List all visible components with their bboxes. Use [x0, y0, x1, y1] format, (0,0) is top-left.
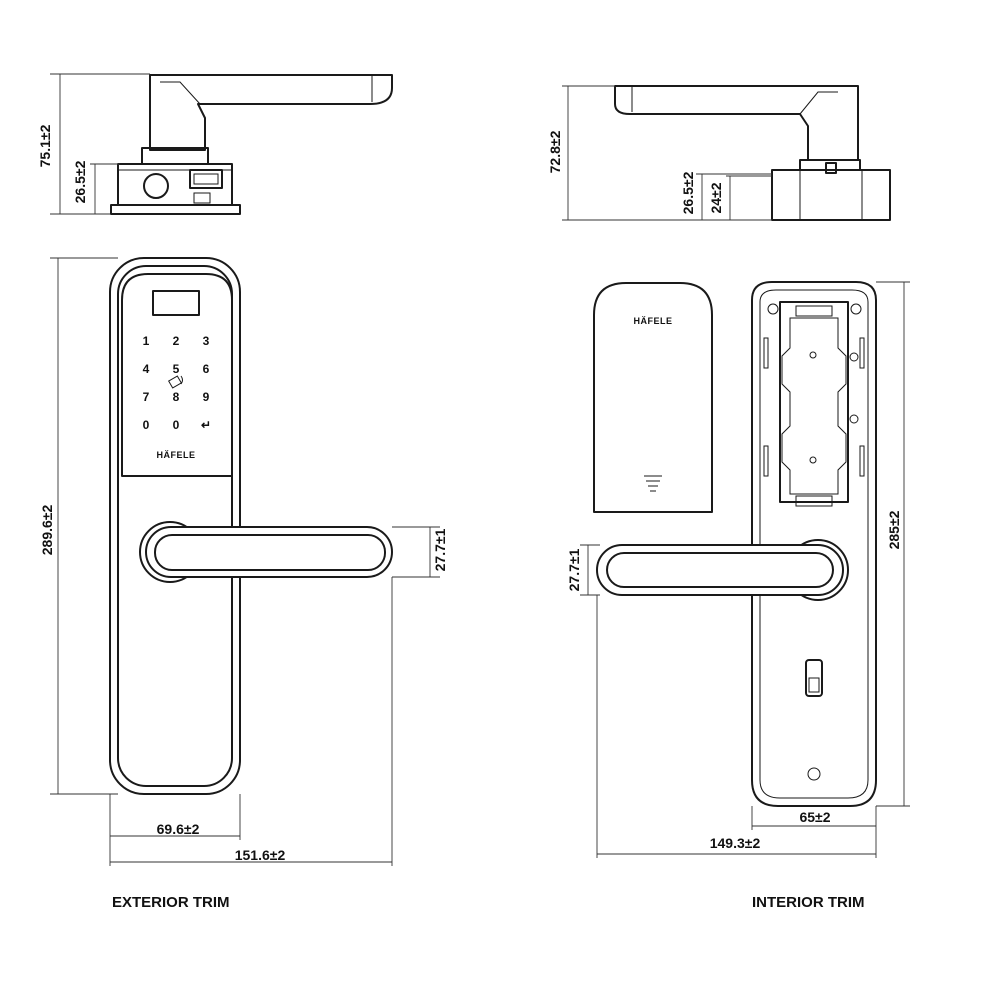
dim-interior-handle-height: 27.7±1: [566, 548, 582, 591]
dim-exterior-overall-width: 151.6±2: [235, 847, 286, 863]
keypad-key[interactable]: 2: [173, 334, 180, 348]
exterior-front-view: 1 2 3 4 5 6 7 8 9 0 0 ↵ HÄFELE: [109, 257, 393, 795]
keypad-key[interactable]: 0: [143, 418, 150, 432]
dim-interior-top-height: 72.8±2: [547, 130, 563, 173]
interior-front-dimensions: 27.7±1 285±2 65±2 149.3±2: [566, 281, 910, 858]
release-arrow-icon: [644, 475, 662, 492]
keypad-key[interactable]: 0: [173, 418, 180, 432]
interior-top-view: [614, 85, 891, 221]
dim-interior-overall-width: 149.3±2: [710, 835, 761, 851]
keypad-key[interactable]: 7: [143, 390, 150, 404]
dim-exterior-handle-height: 27.7±1: [432, 528, 448, 571]
keypad-key[interactable]: ↵: [201, 418, 211, 432]
exterior-brand-logo: HÄFELE: [157, 450, 196, 460]
dim-interior-plate-width: 65±2: [799, 809, 830, 825]
battery-cover: HÄFELE: [593, 282, 713, 513]
keypad: 1 2 3 4 5 6 7 8 9 0 0 ↵: [143, 334, 211, 432]
dim-exterior-front-height: 289.6±2: [39, 505, 55, 556]
exterior-front-dimensions: 289.6±2 27.7±1 69.6±2 151.6±2: [39, 257, 448, 866]
cover-brand-logo: HÄFELE: [634, 316, 673, 326]
keypad-key[interactable]: 9: [203, 390, 210, 404]
interior-top-dimensions: 72.8±2 26.5±2 24±2: [547, 85, 772, 221]
dim-interior-top-base-height: 26.5±2: [680, 171, 696, 214]
keypad-key[interactable]: 6: [203, 362, 210, 376]
dim-interior-front-height: 285±2: [886, 510, 902, 549]
keypad-key[interactable]: 4: [143, 362, 150, 376]
keypad-key[interactable]: 5: [173, 362, 180, 376]
dim-exterior-top-base-height: 26.5±2: [72, 160, 88, 203]
interior-trim-caption: INTERIOR TRIM: [752, 894, 865, 911]
exterior-top-view: [110, 74, 393, 215]
dim-exterior-top-height: 75.1±2: [37, 124, 53, 167]
exterior-top-dimensions: 75.1±2 26.5±2: [37, 73, 150, 215]
dim-exterior-plate-width: 69.6±2: [157, 821, 200, 837]
keypad-key[interactable]: 8: [173, 390, 180, 404]
card-reader-icon: [167, 375, 183, 389]
exterior-trim-caption: EXTERIOR TRIM: [112, 894, 230, 911]
interior-front-view: [596, 281, 877, 807]
dim-interior-top-base-inner-height: 24±2: [708, 182, 724, 213]
keypad-key[interactable]: 3: [203, 334, 210, 348]
keypad-key[interactable]: 1: [143, 334, 150, 348]
